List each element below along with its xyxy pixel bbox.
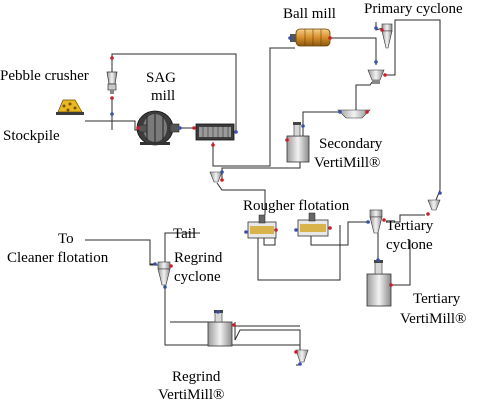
- port-red: [192, 126, 196, 130]
- regrind-vertimill-label-line1: Regrind: [172, 369, 221, 385]
- port-red: [220, 178, 224, 182]
- secondary-vertimill-label-line1: Secondary: [319, 136, 383, 152]
- ball-mill-icon: [290, 28, 331, 47]
- port-blue: [338, 110, 342, 114]
- port-blue: [301, 124, 305, 128]
- port-blue: [366, 220, 370, 224]
- port-red: [136, 126, 140, 130]
- stockpile-label: Stockpile: [3, 128, 60, 144]
- pebble-crusher-icon: [106, 71, 118, 94]
- rougher-flotation-cell-2: [297, 212, 329, 237]
- port-red: [110, 56, 114, 60]
- port-blue: [163, 285, 167, 289]
- port-red: [328, 36, 332, 40]
- tail-label: Tail: [173, 226, 196, 242]
- secondary-vertimill-label-line2: VertiMill®: [314, 155, 380, 171]
- port-red: [383, 73, 387, 77]
- port-blue: [294, 228, 298, 232]
- regrind-cyclone-label-line1: Regrind: [174, 250, 223, 266]
- to-cleaner-label-line1: To: [58, 231, 74, 247]
- sag-mill-label-line2: mill: [151, 88, 175, 104]
- pump-icon-regrind: [295, 349, 309, 363]
- port-red: [380, 28, 384, 32]
- port-red: [382, 218, 386, 222]
- port-blue: [220, 170, 224, 174]
- tertiary-vertimill-label-line1: Tertiary: [413, 291, 461, 307]
- port-blue: [234, 130, 238, 134]
- secondary-vertimill-icon: [286, 122, 310, 163]
- tertiary-cyclone-label-line2: cyclone: [386, 237, 433, 253]
- sag-mill-label-line1: SAG: [146, 70, 176, 86]
- port-red: [294, 350, 298, 354]
- port-blue: [376, 258, 380, 262]
- port-blue: [298, 362, 302, 366]
- port-red: [232, 323, 236, 327]
- tertiary-cyclone-label-line1: Tertiary: [386, 218, 434, 234]
- to-cleaner-label-line2: Cleaner flotation: [7, 250, 109, 266]
- port-blue: [153, 262, 157, 266]
- port-blue: [438, 191, 442, 195]
- regrind-cyclone-label-line2: cyclone: [174, 269, 221, 285]
- port-markers: [110, 26, 442, 366]
- port-red: [285, 138, 289, 142]
- tertiary-cyclone-icon: [369, 209, 383, 234]
- port-blue: [178, 126, 182, 130]
- pump-icon-tertiary: [427, 199, 441, 211]
- pipe-network: [85, 19, 441, 366]
- rougher-flotation-label: Rougher flotation: [243, 198, 350, 214]
- rougher-flotation-cell-1: [247, 214, 277, 239]
- sag-screen-icon: [195, 123, 235, 141]
- port-red: [169, 264, 173, 268]
- primary-cyclone-label: Primary cyclone: [364, 1, 463, 17]
- pump-icon-secondary: [209, 171, 223, 183]
- port-blue: [216, 310, 220, 314]
- ball-mill-label: Ball mill: [283, 6, 336, 22]
- port-blue: [244, 230, 248, 234]
- secondary-classifier-icon: [337, 109, 371, 119]
- primary-cyclone-icon: [381, 23, 393, 49]
- stockpile-icon: [56, 99, 84, 115]
- regrind-cyclone-icon: [157, 261, 171, 286]
- port-blue: [110, 112, 114, 116]
- port-red: [426, 212, 430, 216]
- regrind-vertimill-icon: [207, 310, 233, 347]
- port-blue: [374, 26, 378, 30]
- port-blue: [374, 60, 378, 64]
- port-red: [389, 283, 393, 287]
- port-red: [211, 143, 215, 147]
- port-red: [328, 226, 332, 230]
- regrind-vertimill-label-line2: VertiMill®: [158, 387, 224, 402]
- sag-mill-icon: [136, 110, 180, 146]
- distributor-icon: [367, 69, 385, 84]
- port-red: [274, 228, 278, 232]
- port-red: [110, 96, 114, 100]
- port-blue: [288, 36, 292, 40]
- pebble-crusher-label: Pebble crusher: [0, 68, 89, 84]
- tertiary-vertimill-icon: [366, 260, 392, 307]
- port-red: [365, 110, 369, 114]
- tertiary-vertimill-label-line2: VertiMill®: [400, 311, 466, 327]
